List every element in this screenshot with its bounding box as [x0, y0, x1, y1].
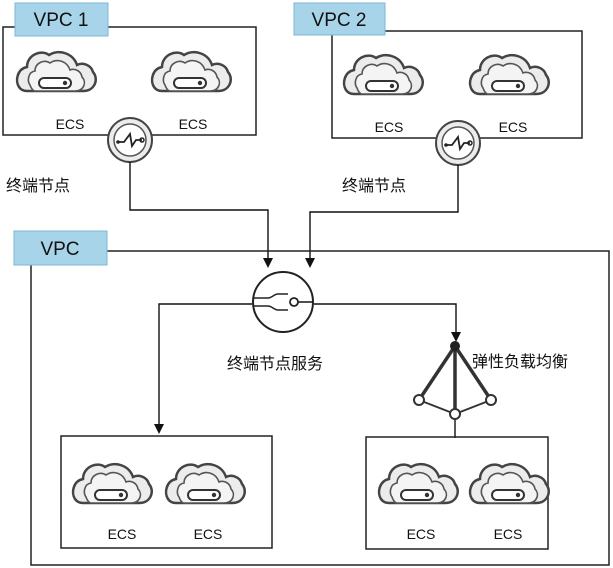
- ecs-label: ECS: [375, 119, 404, 135]
- ecs-label: ECS: [179, 116, 208, 132]
- left-ecs-boundary: [60, 435, 273, 549]
- cloud-server-icon: [150, 50, 233, 93]
- cloud-server-icon: [342, 53, 425, 96]
- ecs-label: ECS: [494, 526, 523, 542]
- endpoint-icon: [107, 117, 153, 163]
- endpoint-service-label: 终端节点服务: [227, 354, 323, 373]
- ecs-label: ECS: [56, 116, 85, 132]
- vpc1-tag: [14, 2, 109, 37]
- cloud-server-icon: [468, 462, 551, 505]
- vpc2-tag: [293, 2, 386, 36]
- connectors: [129, 162, 461, 438]
- cloud-server-icon: [377, 462, 460, 505]
- left-ecs-group: ECS ECS: [60, 435, 273, 549]
- elb-label: 弹性负载均衡: [472, 352, 568, 371]
- right-ecs-group: ECS ECS: [365, 436, 551, 550]
- vpc2-endpoint-connector: [305, 165, 459, 268]
- vpc1-label: VPC 1: [34, 10, 89, 31]
- cloud-server-icon: [468, 53, 551, 96]
- vpc2-group: VPC 2 ECS ECS 终端节点: [293, 2, 583, 195]
- ecs-label: ECS: [108, 526, 137, 542]
- main-vpc-tag: [13, 230, 108, 266]
- main-vpc-label: VPC: [40, 239, 79, 260]
- ecs-label: ECS: [499, 119, 528, 135]
- ecs-label: ECS: [407, 526, 436, 542]
- ecs-label: ECS: [194, 526, 223, 542]
- main-vpc-group: VPC 终端节点服务 弹性负载均衡 ECS: [13, 230, 610, 566]
- service-to-elb-connector: [314, 303, 461, 342]
- endpoint-icon: [435, 120, 481, 166]
- vpc2-endpoint-label: 终端节点: [342, 176, 406, 195]
- vpc2-label: VPC 2: [312, 10, 367, 31]
- endpoint-service-icon: [252, 271, 314, 333]
- load-balancer-icon: [413, 341, 497, 420]
- main-vpc-boundary: [30, 250, 610, 566]
- vpc1-endpoint-connector: [129, 162, 273, 268]
- cloud-server-icon: [164, 462, 247, 505]
- cloud-server-icon: [71, 462, 154, 505]
- vpc1-endpoint-label: 终端节点: [6, 176, 70, 195]
- service-to-left-group-connector: [154, 303, 252, 434]
- cloud-server-icon: [15, 50, 98, 93]
